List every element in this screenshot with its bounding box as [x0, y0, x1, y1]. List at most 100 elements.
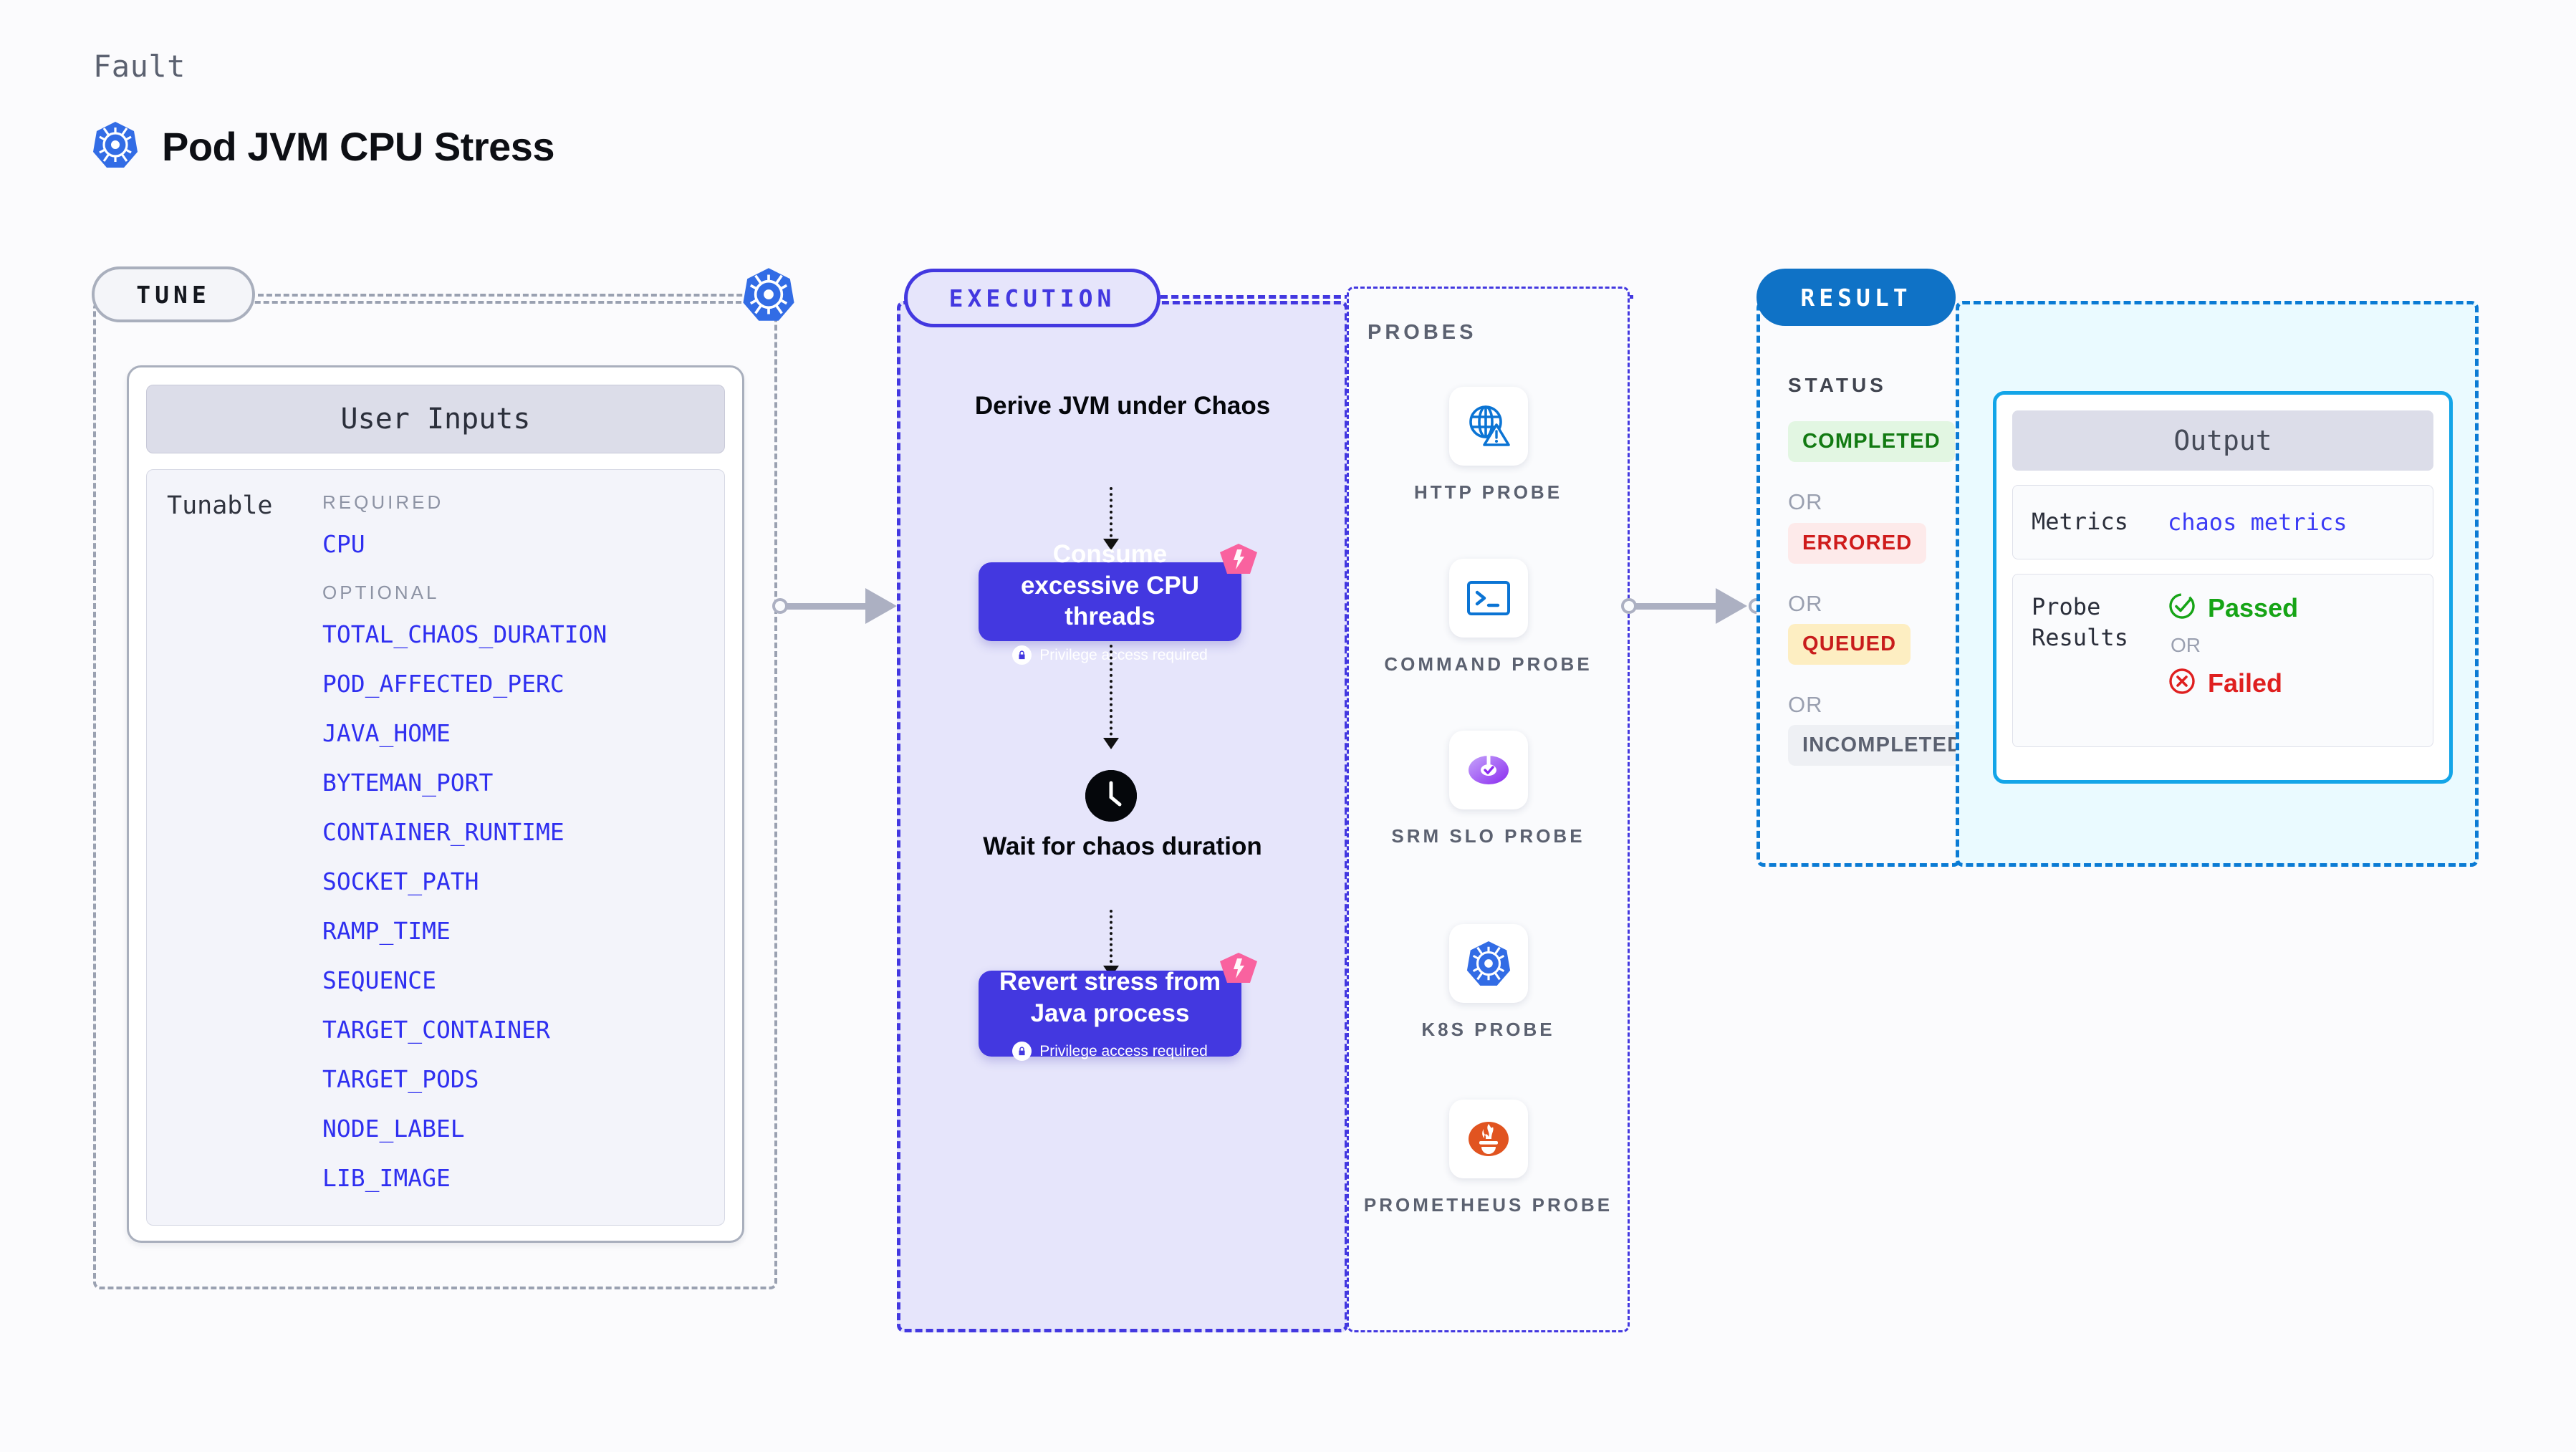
lock-icon [1012, 645, 1032, 665]
output-card-title: Output [2012, 410, 2433, 471]
result-stage-border [1756, 301, 1961, 867]
tune-pill[interactable]: TUNE [92, 266, 255, 322]
result-stage [1756, 301, 1961, 867]
action-title: Revert stress from Java process [999, 967, 1221, 1027]
tune-lead-line [258, 294, 768, 297]
kubernetes-icon [1448, 924, 1528, 1003]
page-title: Pod JVM CPU Stress [162, 124, 555, 169]
flow-dotted-line-2 [1110, 645, 1112, 741]
connector-line [1629, 603, 1738, 610]
failed-label: Failed [2208, 668, 2283, 698]
output-row-probe-results: Probe Results Passed OR [2012, 574, 2433, 747]
connector-arrowhead [865, 588, 897, 624]
probe-result-or: OR [2171, 634, 2201, 656]
srm-slo-icon [1448, 731, 1528, 809]
privilege-text: Privilege access required [1039, 1042, 1208, 1059]
probe-result-passed: Passed [2168, 592, 2298, 624]
tunable-container-runtime[interactable]: CONTAINER_RUNTIME [322, 818, 564, 846]
probe-command[interactable]: COMMAND PROBE [1347, 559, 1630, 677]
status-label: STATUS [1788, 374, 1887, 396]
status-or-3: OR [1788, 692, 1823, 717]
privilege-text: Privilege access required [1039, 646, 1208, 663]
required-tunables-list: CPU [322, 532, 724, 556]
tunable-java-home[interactable]: JAVA_HOME [322, 719, 451, 747]
tunable-lib-image[interactable]: LIB_IMAGE [322, 1164, 451, 1192]
connector-execution-to-result [1621, 588, 1764, 624]
tunable-node-label[interactable]: NODE_LABEL [322, 1115, 465, 1143]
flow-arrowhead-1 [1103, 539, 1119, 550]
probe-results-key: Probe Results [2032, 593, 2128, 652]
tunable-values-col: REQUIRED CPU OPTIONAL TOTAL_CHAOS_DURATI… [322, 491, 724, 1225]
execution-step-revert-stress[interactable]: Revert stress from Java process Privileg… [979, 968, 1241, 1062]
optional-group-label: OPTIONAL [322, 582, 440, 603]
user-inputs-body: Tunable REQUIRED CPU OPTIONAL TOTAL_CHAO… [146, 469, 725, 1226]
terminal-icon [1448, 559, 1528, 638]
status-or-1: OR [1788, 489, 1823, 514]
tune-kubernetes-badge-icon [743, 266, 794, 326]
output-card: Output Metrics chaos metrics Probe Resul… [1993, 391, 2453, 784]
probe-srm-slo[interactable]: SRM SLO PROBE [1347, 731, 1630, 849]
x-circle-icon [2168, 667, 2196, 699]
tunable-ramp-time[interactable]: RAMP_TIME [322, 917, 451, 945]
tune-stage-border [93, 301, 777, 1289]
status-badge-errored: ERRORED [1788, 523, 1927, 564]
passed-label: Passed [2208, 592, 2299, 622]
tunable-target-pods[interactable]: TARGET_PODS [322, 1065, 479, 1093]
page-kicker: Fault [93, 49, 186, 84]
chaos-badge-icon-1 [1218, 542, 1259, 580]
lock-icon [1012, 1042, 1032, 1062]
connector-tune-to-execution [772, 588, 913, 624]
status-badge-queued: QUEUED [1788, 624, 1911, 665]
connector-start-dot [1621, 598, 1637, 614]
tunable-row-label-col: Tunable [147, 491, 322, 1225]
prometheus-icon [1448, 1100, 1528, 1178]
execution-step-wait: Wait for chaos duration [983, 832, 1262, 860]
tunable-total-chaos-duration[interactable]: TOTAL_CHAOS_DURATION [322, 620, 607, 648]
probe-k8s[interactable]: K8S PROBE [1347, 924, 1630, 1042]
status-or-2: OR [1788, 591, 1823, 616]
required-group-label: REQUIRED [322, 491, 444, 513]
execution-step-derive-jvm: Derive JVM under Chaos [974, 392, 1271, 420]
tunable-target-container[interactable]: TARGET_CONTAINER [322, 1016, 550, 1044]
user-inputs-title: User Inputs [146, 385, 725, 453]
probe-label: COMMAND PROBE [1384, 653, 1592, 675]
probe-label: SRM SLO PROBE [1391, 825, 1585, 847]
connector-start-dot [772, 598, 788, 614]
optional-tunables-list: TOTAL_CHAOS_DURATION POD_AFFECTED_PERC JAV… [322, 622, 724, 1190]
tunable-sequence[interactable]: SEQUENCE [322, 966, 436, 994]
status-badge-incompleted: INCOMPLETED [1788, 725, 1978, 766]
globe-warning-icon [1448, 387, 1528, 466]
action-title: Consume excessive CPU threads [1020, 539, 1200, 631]
execution-step-consume-cpu[interactable]: Consume excessive CPU threads Privilege … [979, 540, 1241, 665]
probe-label: K8S PROBE [1421, 1019, 1555, 1040]
probe-label: PROMETHEUS PROBE [1363, 1194, 1613, 1216]
user-inputs-card: User Inputs Tunable REQUIRED CPU OPTIONA… [127, 365, 744, 1243]
status-badge-completed: COMPLETED [1788, 421, 1955, 462]
probe-http[interactable]: HTTP PROBE [1347, 387, 1630, 505]
tunable-pod-affected-perc[interactable]: POD_AFFECTED_PERC [322, 670, 564, 698]
tunable-socket-path[interactable]: SOCKET_PATH [322, 867, 479, 895]
probe-result-failed: Failed [2168, 667, 2298, 699]
execution-pill[interactable]: EXECUTION [904, 269, 1160, 327]
flow-dotted-line-3 [1110, 910, 1112, 968]
probe-label: HTTP PROBE [1413, 481, 1563, 503]
connector-arrowhead [1716, 588, 1747, 624]
flow-arrowhead-2 [1103, 738, 1119, 749]
check-circle-icon [2168, 592, 2196, 624]
connector-line [780, 603, 888, 610]
tune-stage [93, 301, 777, 1289]
probe-prometheus[interactable]: PROMETHEUS PROBE [1347, 1100, 1630, 1218]
output-row-metrics: Metrics chaos metrics [2012, 485, 2433, 559]
privilege-note: Privilege access required [1012, 645, 1208, 665]
result-pill[interactable]: RESULT [1756, 269, 1956, 326]
kubernetes-icon [93, 120, 138, 173]
flow-dotted-line-1 [1110, 487, 1112, 543]
tunable-byteman-port[interactable]: BYTEMAN_PORT [322, 769, 494, 797]
clock-icon [1085, 770, 1137, 822]
chaos-badge-icon-2 [1218, 951, 1259, 989]
privilege-note: Privilege access required [1012, 1042, 1208, 1062]
page-header: Pod JVM CPU Stress [93, 120, 555, 173]
tunable-label: Tunable [167, 491, 273, 520]
metrics-value[interactable]: chaos metrics [2168, 509, 2347, 536]
tunable-cpu[interactable]: CPU [322, 530, 365, 558]
